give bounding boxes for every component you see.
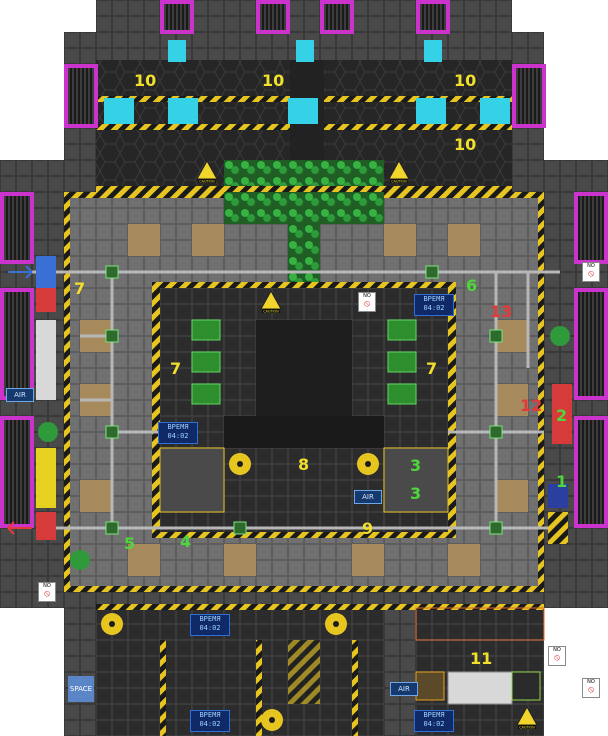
- zone-label: 7: [74, 279, 86, 298]
- svg-text:CAUTION: CAUTION: [263, 310, 279, 314]
- zone-label: 10: [454, 71, 477, 90]
- zone-label: 13: [490, 302, 513, 321]
- zone-label: 3: [410, 456, 422, 475]
- no-sign: NO⦸: [38, 582, 56, 602]
- caution-icon: CAUTION: [196, 160, 218, 184]
- zone-label: 7: [170, 359, 182, 378]
- svg-text:CAUTION: CAUTION: [391, 180, 407, 184]
- zone-label: 3: [410, 484, 422, 503]
- zone-label: 2: [556, 406, 568, 425]
- zone-label: 1: [556, 472, 568, 491]
- zone-label: 10: [454, 135, 477, 154]
- zone-label: 4: [180, 532, 192, 551]
- svg-text:CAUTION: CAUTION: [199, 180, 215, 184]
- zone-label: 6: [466, 276, 478, 295]
- caution-icon: CAUTION: [516, 706, 538, 730]
- zone-label: 12: [520, 396, 543, 415]
- caution-icon: CAUTION: [260, 290, 282, 314]
- air-sign: AIR: [354, 490, 382, 504]
- zone-label: 10: [262, 71, 285, 90]
- air-sign: AIR: [6, 388, 34, 402]
- no-sign: NO⦸: [358, 292, 376, 312]
- zone-label: 7: [426, 359, 438, 378]
- svg-text:CAUTION: CAUTION: [519, 726, 535, 730]
- space-sign: SPACE: [68, 676, 94, 702]
- zone-label: 11: [470, 649, 493, 668]
- zone-label: 9: [362, 519, 374, 538]
- no-sign: NO⦸: [548, 646, 566, 666]
- no-sign: NO⦸: [582, 262, 600, 282]
- air-sign: AIR: [390, 682, 418, 696]
- zone-label: 8: [298, 455, 310, 474]
- caution-icon: CAUTION: [388, 160, 410, 184]
- zone-label: 10: [134, 71, 157, 90]
- no-sign: NO⦸: [582, 678, 600, 698]
- zone-label: 5: [124, 534, 136, 553]
